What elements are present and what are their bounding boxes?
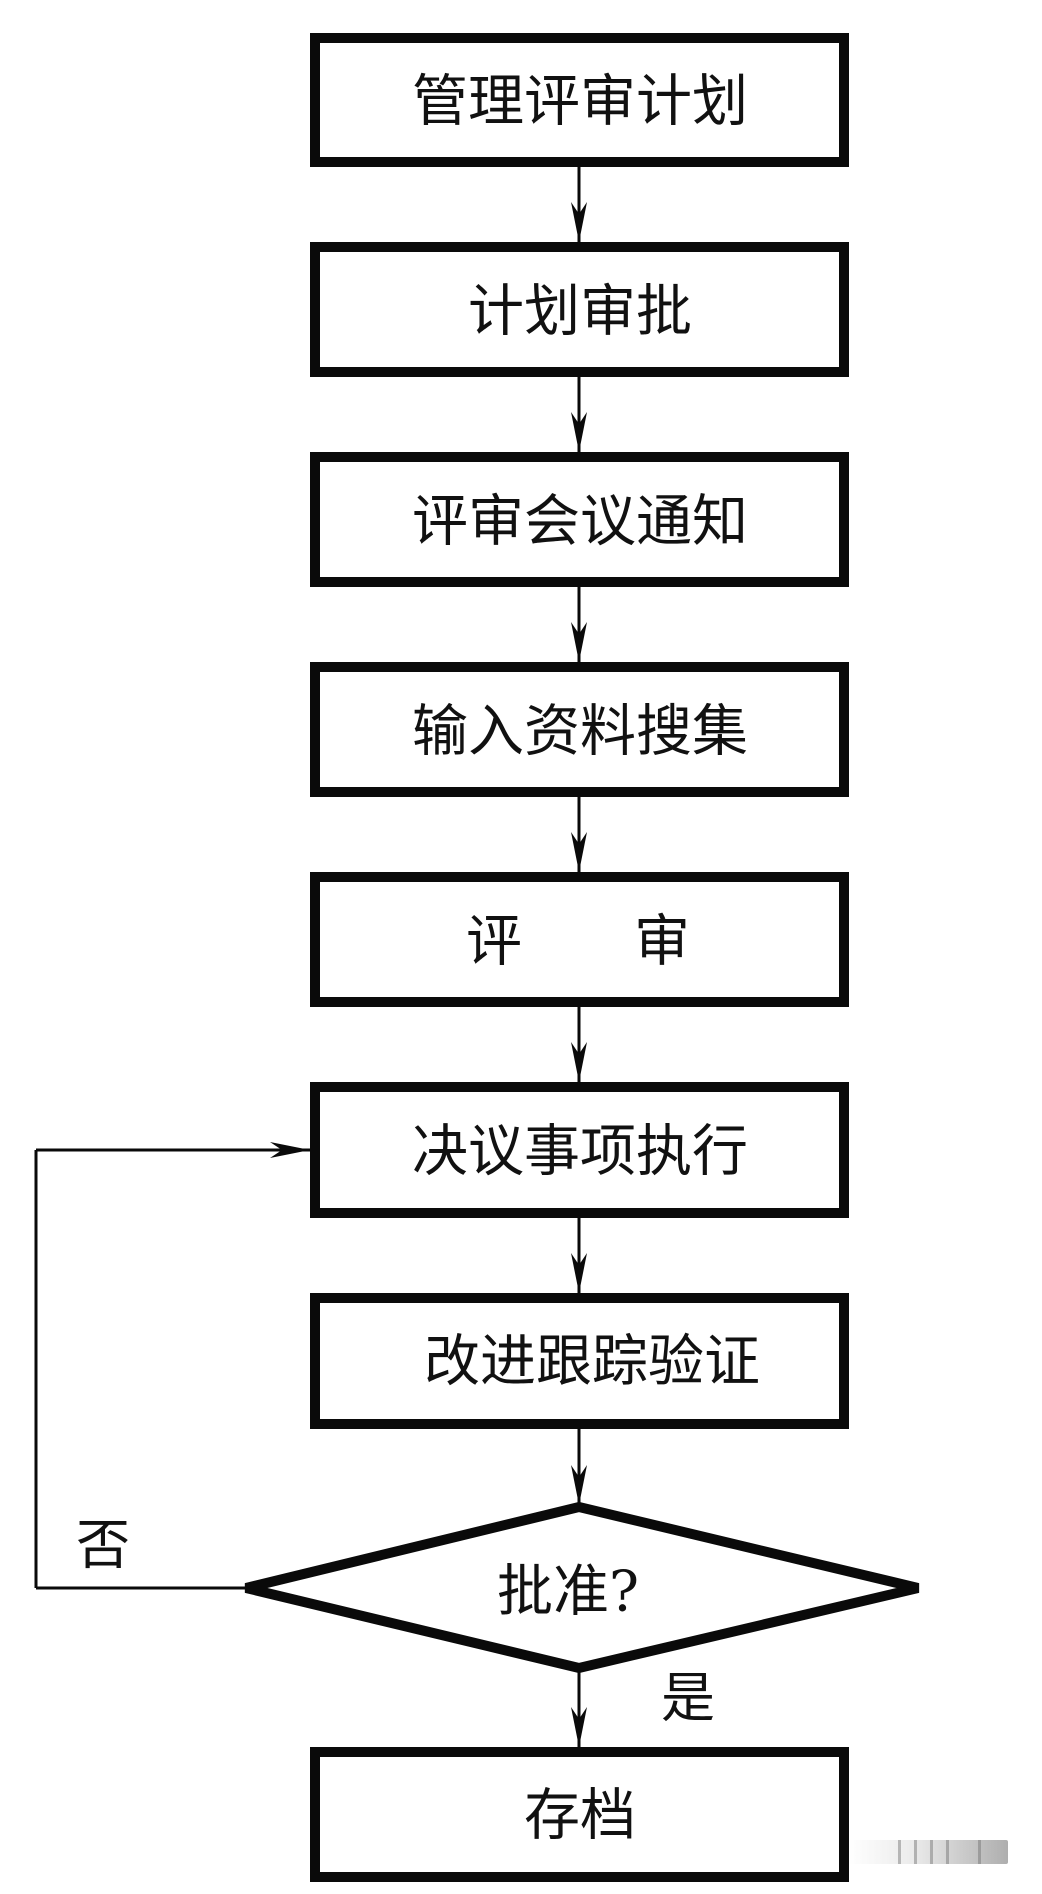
node-label: 计划审批 (468, 280, 692, 345)
node-label: 评审会议通知 (412, 490, 748, 555)
arrowhead-down-icon (571, 832, 587, 872)
node-label: 输入资料搜集 (412, 700, 748, 765)
node-label: 管理评审计划 (412, 70, 748, 135)
process-box (310, 872, 849, 1007)
node-review[interactable]: 评 审 (310, 872, 849, 1007)
node-manage-review-plan[interactable]: 管理评审计划 (310, 33, 849, 167)
decision-label: 批准? (497, 1560, 639, 1625)
process-box (310, 242, 849, 377)
process-box (310, 452, 849, 587)
node-label: 改进跟踪验证 (424, 1330, 760, 1395)
node-resolution-execution[interactable]: 决议事项执行 (310, 1082, 849, 1218)
node-label: 决议事项执行 (412, 1120, 748, 1185)
node-input-data-collection[interactable]: 输入资料搜集 (310, 662, 849, 797)
edges-layer (34, 167, 587, 1747)
node-label: 评 审 (466, 910, 690, 975)
node-review-meeting-notice[interactable]: 评审会议通知 (310, 452, 849, 587)
watermark-mark (946, 1840, 949, 1864)
arrowhead-down-icon (571, 1707, 587, 1747)
decision-approved[interactable]: 批准? (244, 1501, 920, 1674)
arrowhead-down-icon (571, 1465, 587, 1505)
watermark-mark (930, 1840, 933, 1864)
arrowhead-down-icon (571, 412, 587, 452)
arrowhead-down-icon (571, 202, 587, 242)
watermark (848, 1840, 1008, 1864)
process-box (310, 1293, 849, 1429)
decision-diamond (244, 1501, 920, 1674)
process-box (310, 662, 849, 797)
node-improvement-tracking-verification[interactable]: 改进跟踪验证 (310, 1293, 849, 1429)
process-box (310, 1082, 849, 1218)
watermark-mark (914, 1840, 917, 1864)
watermark-mark (978, 1840, 981, 1864)
node-archive[interactable]: 存档 (310, 1747, 849, 1882)
arrowhead-down-icon (571, 1253, 587, 1293)
node-plan-approval[interactable]: 计划审批 (310, 242, 849, 377)
node-label: 存档 (524, 1784, 636, 1849)
arrowhead-down-icon (571, 622, 587, 662)
edge-label-yes: 是 (661, 1667, 715, 1730)
arrowhead-right-icon (270, 1142, 310, 1158)
process-box (310, 33, 849, 167)
watermark-mark (898, 1840, 901, 1864)
process-box (310, 1747, 849, 1882)
arrowhead-down-icon (571, 1042, 587, 1082)
edge-label-no: 否 (76, 1514, 130, 1577)
